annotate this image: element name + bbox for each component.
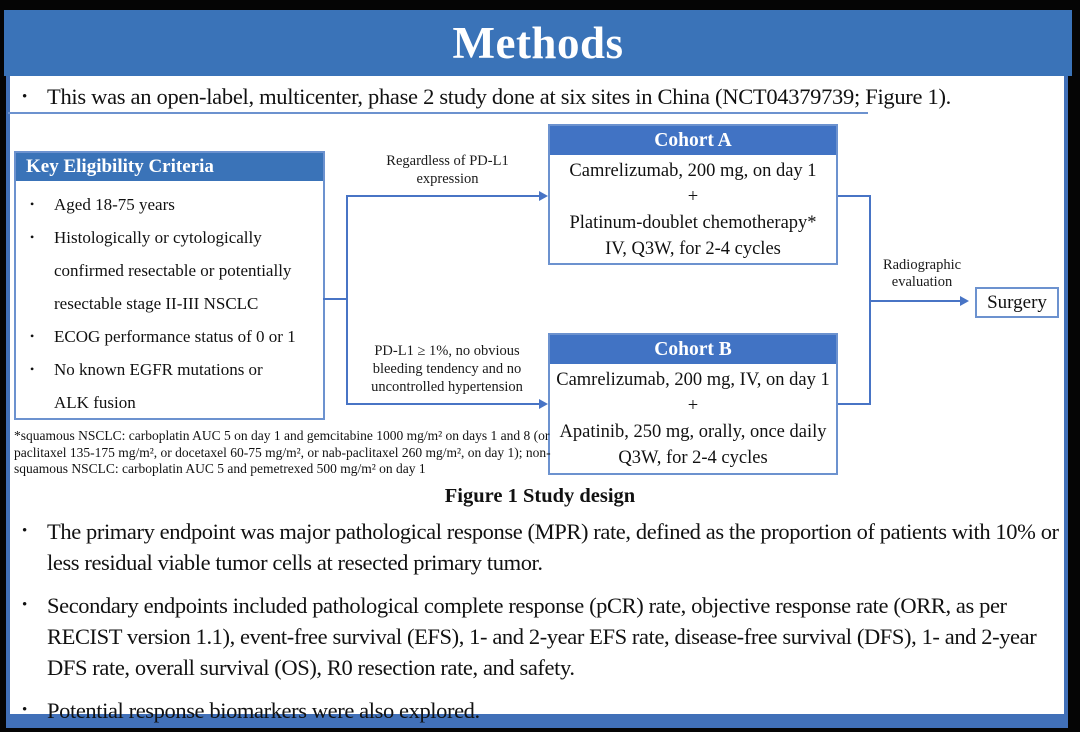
eligibility-box: Key Eligibility Criteria • Aged 18-75 ye… <box>14 151 325 420</box>
bullet-marker: • <box>30 362 35 376</box>
cohort-b-line: Q3W, for 2-4 cycles <box>618 448 768 468</box>
bullet-marker: • <box>22 89 27 105</box>
connector-to-cohort-b <box>346 403 539 405</box>
cohort-b-body: Camrelizumab, 200 mg, IV, on day 1 + Apa… <box>550 364 836 471</box>
cohort-a-line: + <box>687 187 699 207</box>
eligibility-item-text: Histologically or cytologically confirme… <box>54 228 292 313</box>
eligibility-item: • No known EGFR mutations or ALK fusion <box>30 353 321 419</box>
biomarkers-text: Potential response biomarkers were also … <box>47 698 480 723</box>
secondary-endpoints-text: Secondary endpoints included pathologica… <box>47 593 1037 680</box>
radiographic-evaluation-label: Radiographic evaluation <box>882 257 962 290</box>
cohort-a-body: Camrelizumab, 200 mg, on day 1 + Platinu… <box>550 155 836 262</box>
frame-bottom-bar <box>6 714 1068 728</box>
connector-from-cohort-b <box>838 403 871 405</box>
intro-bullet-text: This was an open-label, multicenter, pha… <box>47 84 951 109</box>
title-banner: Methods <box>4 10 1072 76</box>
cohort-b-box: Cohort B Camrelizumab, 200 mg, IV, on da… <box>548 333 838 475</box>
intro-bullet: • This was an open-label, multicenter, p… <box>22 82 1052 112</box>
divider-line <box>8 112 868 114</box>
connector-stub-left <box>323 298 347 300</box>
eligibility-header: Key Eligibility Criteria <box>16 153 323 181</box>
eligibility-item: • Histologically or cytologically confir… <box>30 221 321 320</box>
connector-to-cohort-a <box>346 195 539 197</box>
bullet-marker: • <box>30 329 35 343</box>
cohort-a-header: Cohort A <box>550 126 836 155</box>
arrowhead-surgery <box>960 296 969 306</box>
figure-caption: Figure 1 Study design <box>444 485 636 507</box>
cohort-a-box: Cohort A Camrelizumab, 200 mg, on day 1 … <box>548 124 838 265</box>
cohort-a-line: Platinum-doublet chemotherapy* <box>569 213 817 233</box>
surgery-box: Surgery <box>975 287 1059 318</box>
cohort-b-line: Camrelizumab, 200 mg, IV, on day 1 <box>556 370 830 390</box>
branch-top-label: Regardless of PD-L1 expression <box>386 153 509 187</box>
bullet-marker: • <box>22 702 27 718</box>
endpoint-bullets: • The primary endpoint was major patholo… <box>22 516 1060 732</box>
cohort-b-header: Cohort B <box>550 335 836 364</box>
cohort-a-line: Camrelizumab, 200 mg, on day 1 <box>569 161 817 181</box>
eligibility-item: • Aged 18-75 years <box>30 188 321 221</box>
surgery-label: Surgery <box>987 291 1047 313</box>
bullet-item: • Secondary endpoints included pathologi… <box>22 590 1060 683</box>
connector-from-cohort-a <box>838 195 871 197</box>
bullet-marker: • <box>22 597 27 613</box>
arrowhead-cohort-a <box>539 191 548 201</box>
bullet-item: • The primary endpoint was major patholo… <box>22 516 1060 578</box>
eligibility-item-text: No known EGFR mutations or ALK fusion <box>54 360 263 412</box>
eligibility-item-text: Aged 18-75 years <box>54 195 175 214</box>
eligibility-item-text: ECOG performance status of 0 or 1 <box>54 327 296 346</box>
arrowhead-cohort-b <box>539 399 548 409</box>
page-title: Methods <box>452 18 624 68</box>
connector-to-surgery <box>869 300 960 302</box>
cohort-b-line: + <box>687 396 699 416</box>
cohort-b-line: Apatinib, 250 mg, orally, once daily <box>559 422 827 442</box>
branch-bottom-label: PD-L1 ≥ 1%, no obvious bleeding tendency… <box>371 343 523 395</box>
eligibility-item: • ECOG performance status of 0 or 1 <box>30 320 321 353</box>
bullet-marker: • <box>30 197 35 211</box>
bullet-marker: • <box>22 523 27 539</box>
bullet-marker: • <box>30 230 35 244</box>
connector-branch-vertical <box>346 195 348 405</box>
eligibility-list: • Aged 18-75 years • Histologically or c… <box>16 181 323 419</box>
figure-footnote: *squamous NSCLC: carboplatin AUC 5 on da… <box>14 428 551 476</box>
cohort-a-line: IV, Q3W, for 2-4 cycles <box>605 239 781 259</box>
bullet-item: • Potential response biomarkers were als… <box>22 695 1060 726</box>
primary-endpoint-text: The primary endpoint was major pathologi… <box>47 519 1059 575</box>
